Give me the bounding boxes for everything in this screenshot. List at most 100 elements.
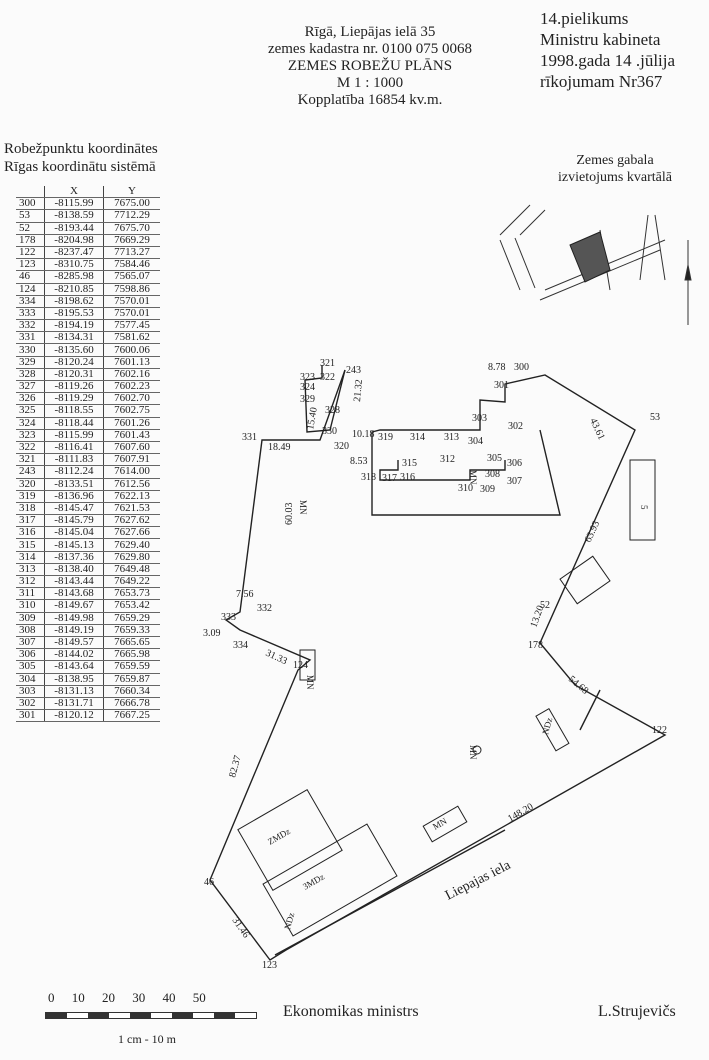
point-id: 333 [16,307,45,321]
y-coord: 7659.29 [103,612,160,625]
map-label: 320 [334,441,349,452]
map-label: 334 [233,640,248,651]
x-coord: -8193.44 [44,222,104,235]
col-y: Y [103,186,160,199]
point-id: 325 [16,404,45,418]
point-id: 310 [16,599,45,613]
building-label: NDz [540,717,554,736]
point-id: 313 [16,563,45,577]
point-id: 304 [16,673,45,686]
map-label: 332 [257,603,272,614]
annex-line: 14.pielikums [540,9,629,28]
building-label: MN [468,470,478,485]
y-coord: 7621.53 [103,502,160,516]
map-label: 46 [204,877,214,888]
x-coord: -8120.12 [44,709,104,723]
x-coord: -8195.53 [44,307,104,321]
map-label: 31.46 [230,915,252,940]
map-label: 321 [320,358,335,369]
map-label: 53 [650,412,660,423]
map-label: 317 [382,473,397,484]
y-coord: 7659.33 [103,624,160,637]
map-label: 300 [514,362,529,373]
x-coord: -8131.71 [44,697,104,711]
point-id: 330 [16,343,45,357]
x-coord: -8131.13 [44,685,104,698]
x-coord: -8204.98 [44,234,104,247]
map-label: 314 [410,432,425,443]
y-coord: 7602.70 [103,392,160,406]
map-label: 322 [320,372,335,383]
point-id: 307 [16,636,45,650]
point-id: 303 [16,685,45,698]
point-id: 322 [16,441,45,455]
map-label: 303 [472,413,487,424]
map-label: 331 [242,432,257,443]
x-coord: -8115.99 [44,197,104,211]
scale-bar [45,1012,257,1019]
point-id: 327 [16,380,45,394]
coords-title-line: Rīgas koordinātu sistēmā [4,159,156,175]
point-id: 311 [16,587,45,601]
map-label: 122 [652,725,667,736]
location-title: Zemes gabala izvietojums kvartālā [540,152,690,186]
y-coord: 7629.40 [103,538,160,552]
y-coord: 7667.25 [103,709,160,723]
y-coord: 7649.22 [103,575,160,589]
scale-unit: 1 cm - 10 m [118,1032,176,1046]
y-coord: 7629.80 [103,551,160,564]
y-coord: 7665.65 [103,636,160,650]
point-id: 315 [16,538,45,552]
point-id: 320 [16,478,45,491]
point-id: 314 [16,551,45,564]
x-coord: -8149.98 [44,612,104,625]
x-coord: -8137.36 [44,551,104,564]
building-label: ZMDz [266,826,292,847]
x-coord: -8145.13 [44,538,104,552]
y-coord: 7598.86 [103,283,160,296]
y-coord: 7614.00 [103,465,160,479]
y-coord: 7565.07 [103,270,160,284]
map-label: 18.49 [268,442,291,453]
map-label: 10.18 [352,429,375,440]
annex-line: Ministru kabineta [540,30,661,49]
point-id: 321 [16,453,45,467]
y-coord: 7602.16 [103,368,160,382]
point-id: 328 [16,368,45,382]
map-label: 306 [507,458,522,469]
building-label: MN [305,675,315,690]
x-coord: -8112.24 [44,465,104,479]
map-label: 148.20 [506,801,535,824]
map-label: 313 [444,432,459,443]
point-id: 324 [16,417,45,430]
x-coord: -8145.79 [44,514,104,528]
point-id: 305 [16,660,45,674]
y-coord: 7627.62 [103,514,160,528]
x-coord: -8115.99 [44,429,104,442]
x-coord: -8144.02 [44,648,104,662]
y-coord: 7612.56 [103,478,160,491]
point-id: 306 [16,648,45,662]
map-label: 63.93 [583,519,602,544]
y-coord: 7675.00 [103,197,160,211]
x-coord: -8138.95 [44,673,104,686]
y-coord: 7584.46 [103,258,160,272]
